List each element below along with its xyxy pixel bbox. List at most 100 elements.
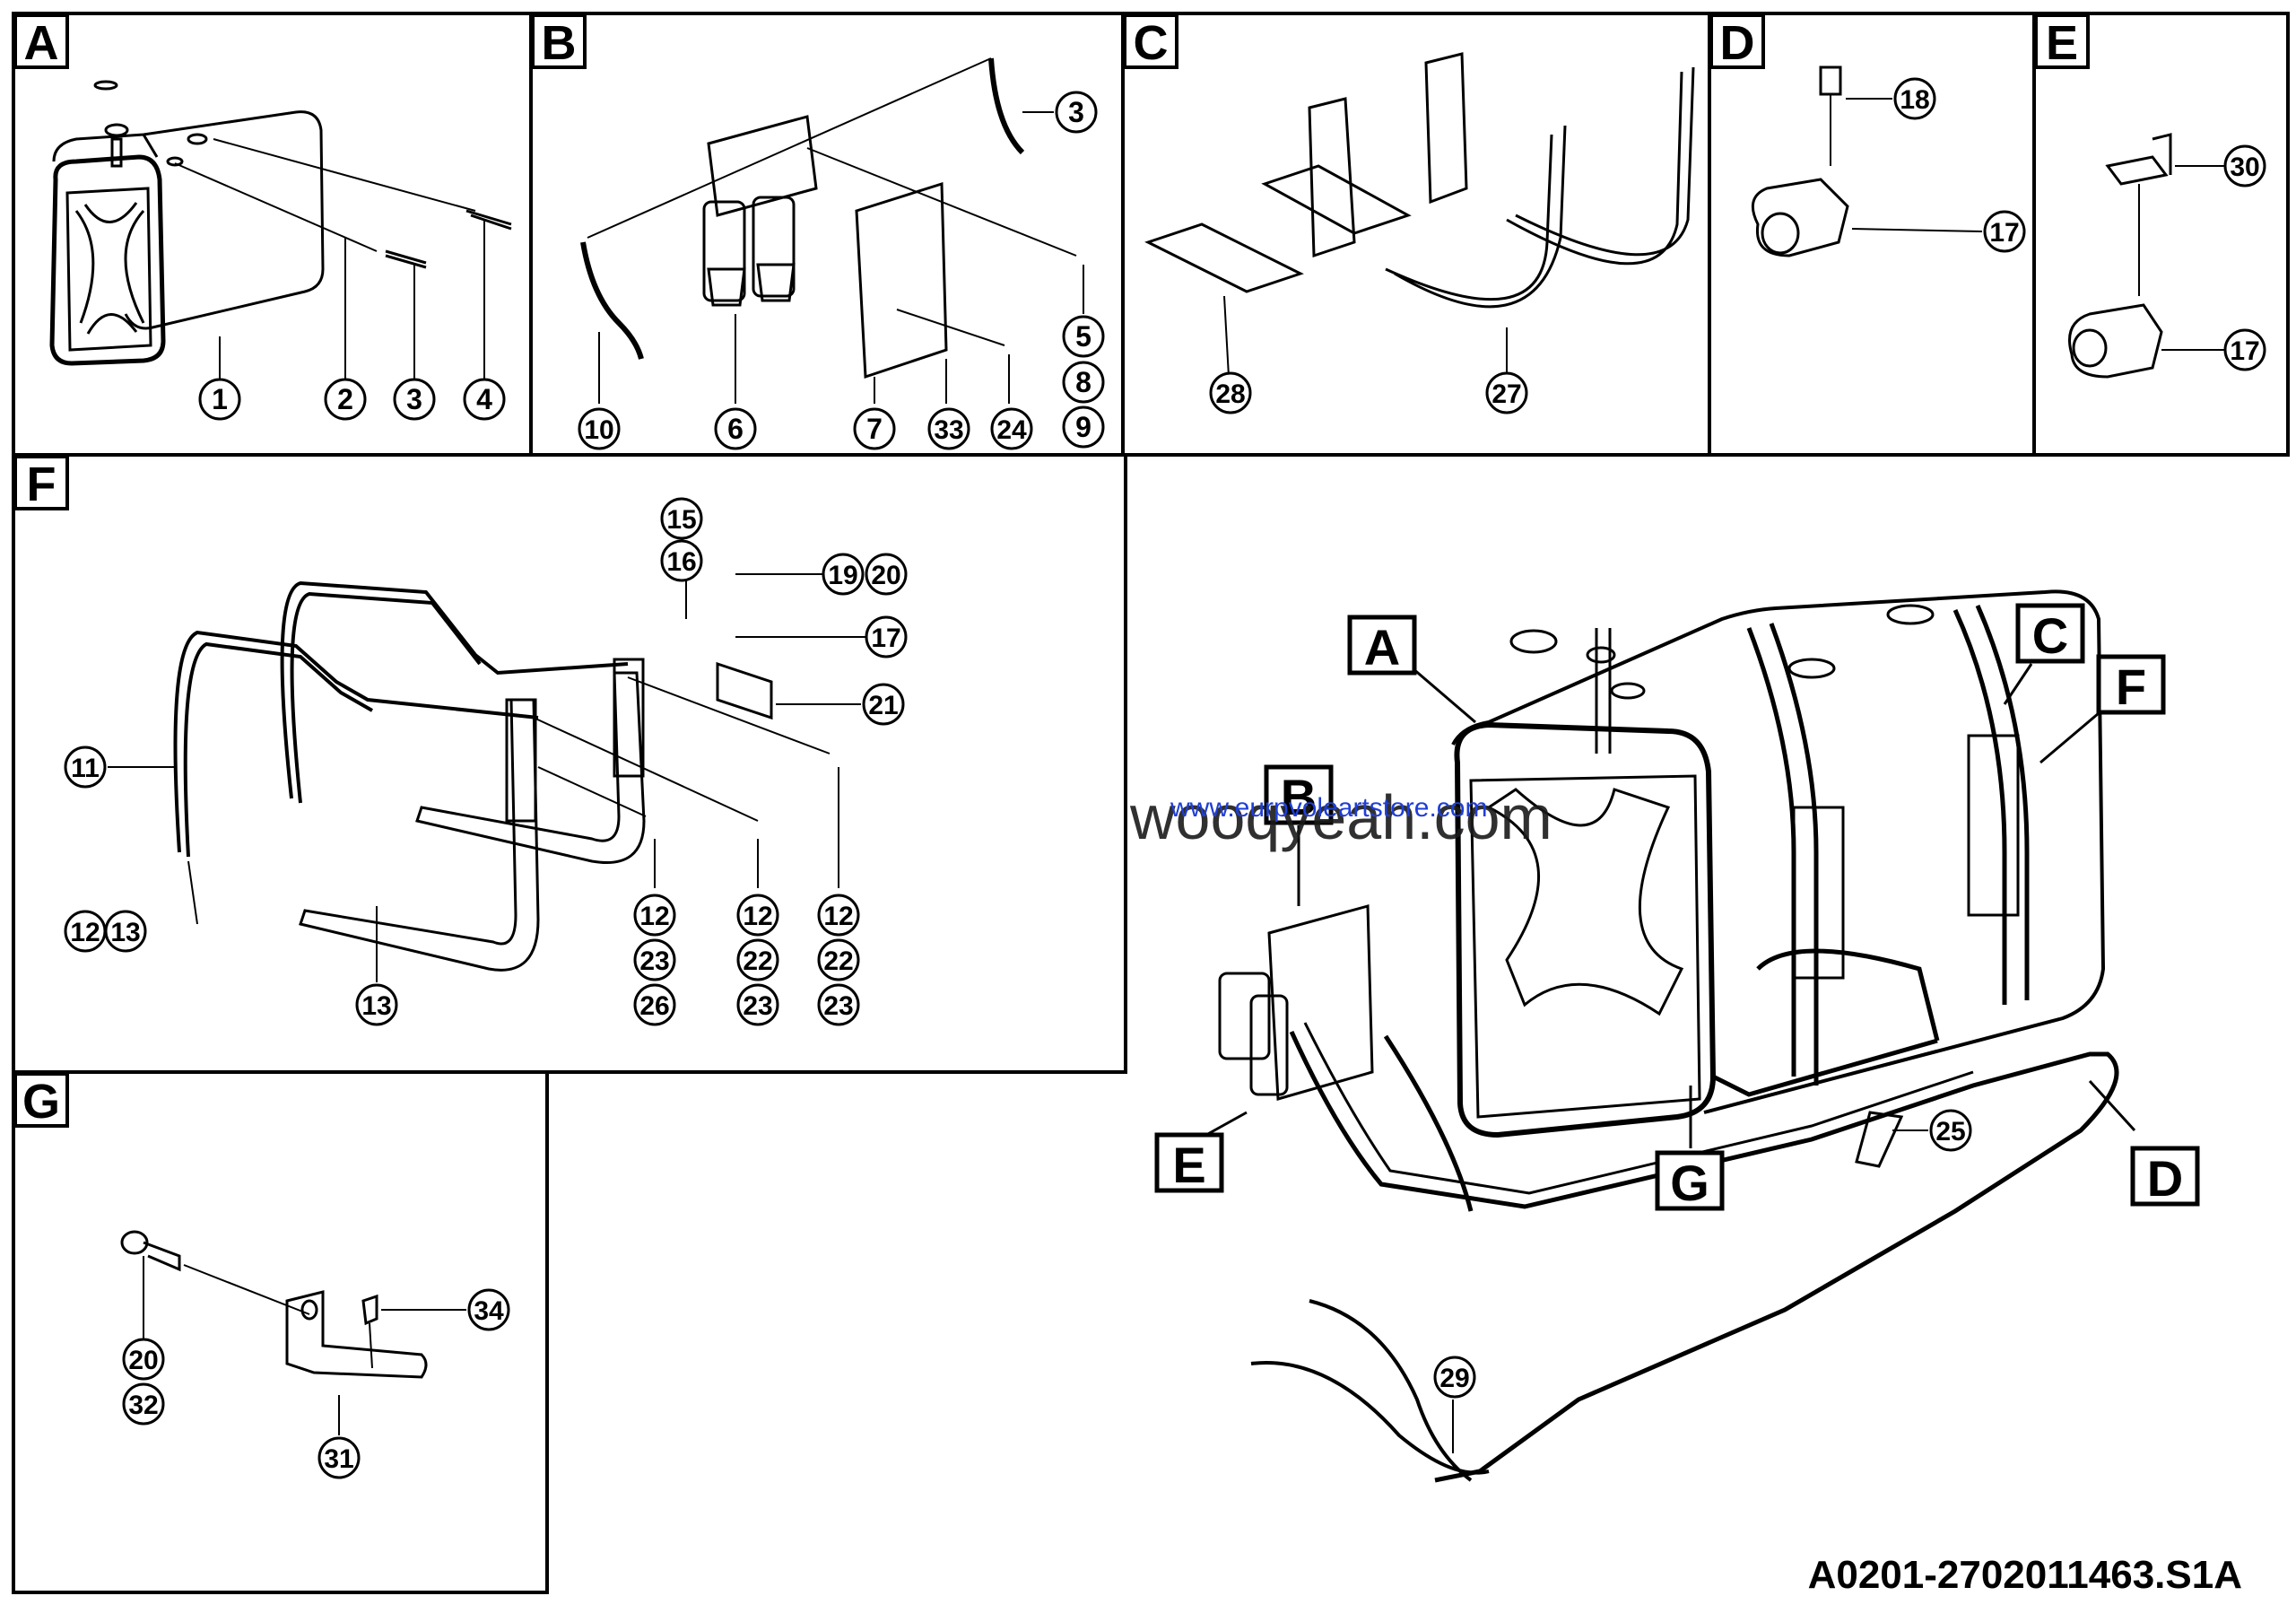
leader-f-12a [537, 766, 647, 817]
assembly-label-b: B [1264, 764, 1334, 825]
callout-number: 12 [70, 918, 100, 947]
callout-circle [1485, 371, 1528, 414]
panel-g-frame [12, 1070, 549, 1594]
main-return-line [1383, 948, 1940, 1212]
panel-frames [12, 12, 2290, 1594]
callout-3: 3 [1055, 91, 1098, 134]
panel-a-label: A [24, 16, 59, 70]
clip-17 [1751, 178, 1849, 257]
callout-number: 12 [639, 902, 669, 931]
leader-f-12b [533, 717, 759, 822]
main-fuel-line [1289, 1030, 2119, 1483]
callout-number: 31 [324, 1444, 353, 1474]
callout-number: 3 [1068, 96, 1084, 128]
panel-e-label: E [2046, 16, 2078, 70]
leader-g-bolt [183, 1264, 310, 1315]
callout-circle [862, 683, 905, 726]
bracket-31-hole [300, 1299, 318, 1321]
filter-drain [707, 263, 796, 307]
tank-breather [110, 137, 123, 168]
callout-number: 11 [71, 754, 100, 783]
callout-11: 11 [64, 746, 107, 789]
callout-24: 24 [990, 407, 1033, 450]
callout-circle [1062, 315, 1105, 358]
strap-13b [415, 671, 646, 864]
pad-28 [1144, 222, 1304, 293]
callout-circle [660, 497, 703, 540]
assembly-label-g: G [1655, 1150, 1725, 1211]
bracket-7 [855, 181, 948, 379]
strap-27 [1385, 125, 1567, 309]
callout-9: 9 [1062, 406, 1105, 449]
panel-f-letter: F [13, 455, 69, 511]
callout-number: 30 [2230, 153, 2259, 182]
strap-11b [280, 580, 629, 804]
callout-number: 10 [584, 415, 613, 445]
hose-10 [580, 241, 644, 360]
pad-b [1308, 97, 1356, 258]
callout-number: 6 [727, 413, 744, 445]
callout-1: 1 [198, 378, 241, 421]
callout-number: 22 [823, 946, 853, 976]
callout-number: 9 [1075, 411, 1091, 443]
main-filler-cap [1509, 629, 1558, 654]
callout-circle [463, 378, 506, 421]
filter-head [707, 115, 818, 217]
panel-e-frame [2032, 12, 2290, 457]
bolt-18-head [1819, 65, 1842, 96]
leader-f-12c [627, 676, 831, 754]
main-assembly [1205, 589, 2136, 1483]
main-bracket-2 [1792, 806, 1845, 980]
strap-3 [385, 249, 427, 269]
bracket-30 [2105, 133, 2172, 186]
callout-25: 25 [1929, 1109, 1972, 1152]
callout-number: 15 [666, 505, 696, 535]
panel-g-drawing [120, 1230, 466, 1435]
assembly-a-text: A [1364, 619, 1400, 676]
leader-a-4 [213, 138, 476, 212]
main-tank-end-inner [1469, 774, 1701, 1119]
strap-13 [299, 698, 540, 972]
callout-number: 17 [871, 624, 900, 653]
callout-number: 29 [1439, 1364, 1469, 1393]
callout-6: 6 [714, 407, 757, 450]
callout-number: 7 [866, 413, 883, 445]
callout-30: 30 [2223, 144, 2266, 187]
leader-c-28 [1223, 295, 1230, 378]
bracket-21 [716, 661, 773, 720]
callout-33: 33 [927, 407, 970, 450]
main-port-1 [1610, 682, 1646, 700]
leader-b-24 [896, 309, 1005, 346]
callout-17: 17 [2223, 328, 2266, 371]
callout-circle [927, 407, 970, 450]
callout-27: 27 [1485, 371, 1528, 414]
watermark: wooqyeah.com www.eurpvoleartstore.com [1129, 782, 1552, 852]
callout-18: 18 [1893, 77, 1936, 120]
callout-number: 13 [361, 991, 391, 1021]
leader-main-d [2088, 1079, 2136, 1132]
callout-23: 23 [817, 983, 860, 1026]
leader-main-e [1205, 1111, 1248, 1137]
callout-number: 16 [666, 547, 696, 577]
main-tank-x-rib [1486, 788, 1684, 1016]
panel-d-letter: D [1709, 13, 1765, 70]
callout-12: 12 [64, 910, 107, 953]
leader-main-c [2003, 663, 2033, 705]
panel-f-frame [12, 453, 1127, 1074]
panel-g-label: G [22, 1075, 60, 1129]
main-filler-top [1586, 646, 1616, 664]
callout-circle [467, 1288, 510, 1331]
callout-number: 27 [1492, 379, 1521, 409]
callout-number: 1 [212, 383, 228, 415]
hose-3 [988, 57, 1025, 155]
callout-number: 5 [1075, 320, 1091, 353]
callout-circle [317, 1436, 361, 1479]
main-bracket-b [1267, 904, 1374, 1101]
panel-a-drawing [49, 80, 512, 386]
tank-edge [142, 134, 159, 158]
panel-g-letter: G [13, 1072, 69, 1129]
panel-letters: A B C D E F G [13, 13, 2090, 1129]
callout-circle [736, 938, 779, 981]
main-hose-29 [1250, 1299, 1490, 1482]
